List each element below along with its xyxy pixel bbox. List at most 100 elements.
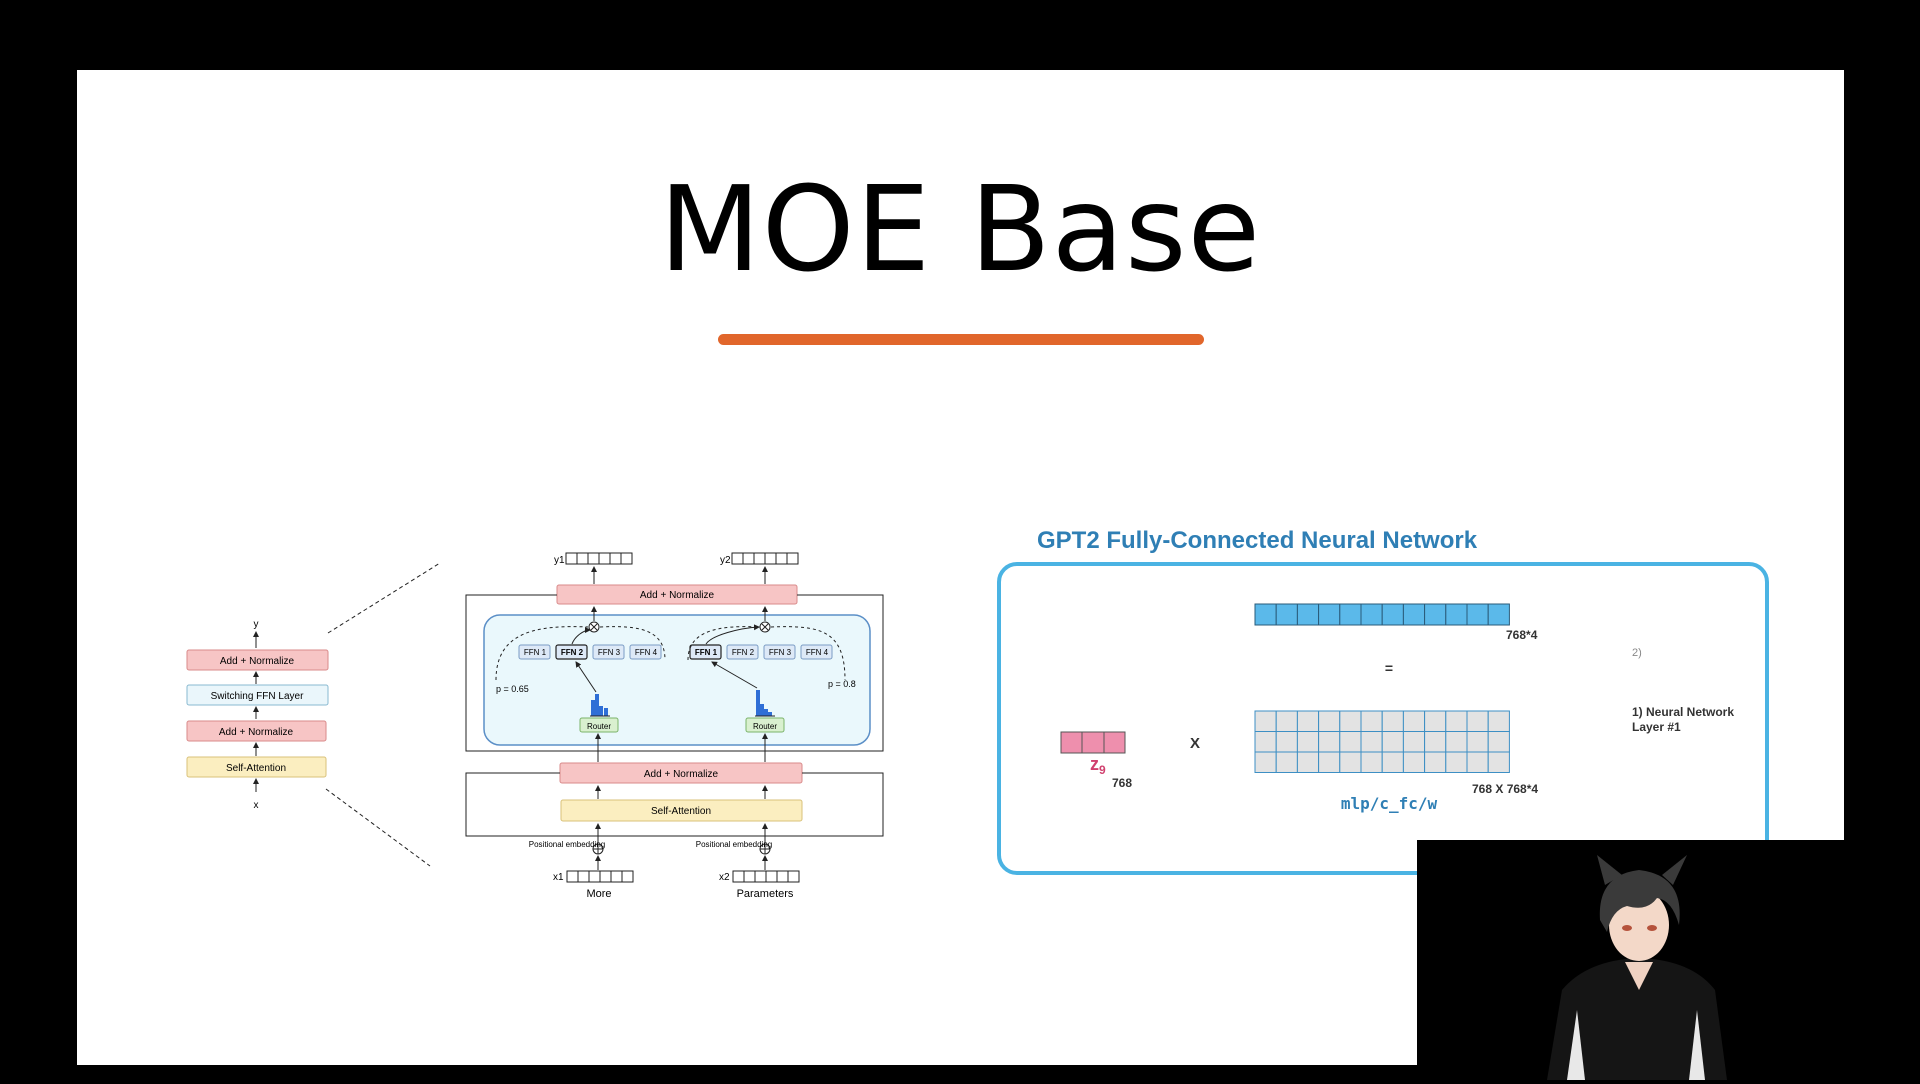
matrix-cell bbox=[1466, 731, 1489, 753]
gpt2-panel: GPT2 Fully-Connected Neural Network 768*… bbox=[997, 527, 1769, 875]
matrix-cell bbox=[1424, 710, 1447, 732]
ffn-box bbox=[592, 644, 625, 660]
output-dim-label: 768*4 bbox=[1506, 628, 1538, 642]
zoom-line-top bbox=[327, 562, 441, 634]
router-hist-right bbox=[755, 690, 775, 717]
output-cell bbox=[1254, 603, 1277, 626]
matrix-cell bbox=[1296, 710, 1320, 732]
matrix-cell bbox=[1445, 751, 1468, 773]
matrix-cell bbox=[1318, 751, 1341, 773]
small-block-label: Add + Normalize bbox=[220, 656, 295, 667]
ffn-label: FFN 4 bbox=[635, 648, 658, 657]
output-cell bbox=[1318, 603, 1341, 626]
pos-emb-label: Positional embedding bbox=[529, 840, 606, 849]
matrix-cell bbox=[1381, 731, 1404, 753]
matrix-cell bbox=[1275, 710, 1298, 732]
output-cell bbox=[1339, 603, 1362, 626]
small-add-normalize-2 bbox=[186, 720, 327, 742]
matrix-cell bbox=[1424, 751, 1447, 773]
ffn-label: FFN 3 bbox=[598, 648, 621, 657]
slide-title: MOE Base bbox=[658, 160, 1262, 298]
small-block-label: Switching FFN Layer bbox=[211, 691, 304, 702]
matrix-cell bbox=[1487, 710, 1510, 732]
self-attention-label: Self-Attention bbox=[651, 806, 711, 817]
ffn-label: FFN 4 bbox=[806, 648, 829, 657]
ffn-label: FFN 1 bbox=[524, 648, 547, 657]
router-hist-left bbox=[590, 694, 610, 717]
small-add-normalize-1 bbox=[186, 649, 329, 671]
router-label: Router bbox=[753, 722, 777, 731]
output-cell bbox=[1487, 603, 1510, 626]
ffn-group-left: FFN 1 FFN 2 FFN 3 FFN 4 bbox=[518, 644, 662, 660]
ffn-label: FFN 2 bbox=[561, 648, 584, 657]
matrix-dim-label: 768 X 768*4 bbox=[1472, 782, 1538, 796]
matrix-name: mlp/c_fc/w bbox=[1341, 794, 1438, 813]
webcam-overlay bbox=[1417, 840, 1844, 1080]
matrix-cell bbox=[1254, 710, 1277, 732]
moe-detail-diagram: y1 y2 Add + Normalize bbox=[465, 552, 884, 900]
word-more: More bbox=[586, 888, 611, 900]
ffn-box bbox=[763, 644, 796, 660]
router-left bbox=[579, 717, 619, 733]
output-cell bbox=[1360, 603, 1383, 626]
ffn-box-selected bbox=[689, 644, 722, 660]
matrix-cell bbox=[1296, 731, 1320, 753]
small-input-label: x bbox=[254, 800, 259, 811]
p-left-label: p = 0.65 bbox=[496, 684, 529, 694]
switching-ffn-layer bbox=[483, 614, 871, 746]
pos-emb-label: Positional embedding bbox=[696, 840, 773, 849]
small-self-attention bbox=[186, 756, 327, 778]
times-sign: X bbox=[1190, 735, 1200, 752]
ffn-box bbox=[518, 644, 551, 660]
matrix-cell bbox=[1487, 731, 1510, 753]
y1-label: y1 bbox=[554, 555, 565, 566]
matrix-cell bbox=[1275, 731, 1298, 753]
y1-vector bbox=[565, 552, 633, 565]
matrix-cell bbox=[1296, 751, 1320, 773]
ffn-label: FFN 2 bbox=[732, 648, 755, 657]
equals-sign: = bbox=[1385, 660, 1393, 676]
small-switching-ffn bbox=[186, 684, 329, 706]
matrix-cell bbox=[1275, 751, 1298, 773]
matrix-cell bbox=[1402, 751, 1426, 773]
note-2: 2) bbox=[1632, 647, 1642, 659]
matrix-cell bbox=[1424, 731, 1447, 753]
matrix-cell bbox=[1445, 710, 1468, 732]
small-block-label: Self-Attention bbox=[226, 763, 286, 774]
output-cell bbox=[1445, 603, 1468, 626]
x1-vector bbox=[566, 870, 634, 883]
zoom-line-bottom bbox=[325, 788, 431, 867]
title-underline bbox=[718, 334, 1204, 345]
matrix-cell bbox=[1254, 731, 1277, 753]
matrix-cell bbox=[1381, 710, 1404, 732]
router-label: Router bbox=[587, 722, 611, 731]
add-normalize-top-label: Add + Normalize bbox=[640, 590, 715, 601]
matrix-cell bbox=[1445, 731, 1468, 753]
matrix-cell bbox=[1339, 710, 1362, 732]
router-right bbox=[745, 717, 785, 733]
avatar-icon bbox=[1547, 855, 1727, 1080]
word-parameters: Parameters bbox=[737, 888, 794, 900]
moe-small-diagram: y Add + Normalize Switching FFN Layer Ad… bbox=[186, 562, 441, 867]
matrix-cell bbox=[1254, 751, 1277, 773]
add-normalize-bottom-label: Add + Normalize bbox=[644, 769, 719, 780]
note-1-line2: Layer #1 bbox=[1632, 720, 1681, 734]
matrix-cell bbox=[1360, 751, 1383, 773]
y2-vector bbox=[731, 552, 799, 565]
matrix-cell bbox=[1487, 751, 1510, 773]
matrix-cell bbox=[1360, 710, 1383, 732]
output-cell bbox=[1402, 603, 1426, 626]
x2-label: x2 bbox=[719, 872, 730, 883]
ffn-box bbox=[800, 644, 833, 660]
matrix-cell bbox=[1466, 710, 1489, 732]
ffn-box bbox=[629, 644, 662, 660]
ffn-label: FFN 1 bbox=[695, 648, 718, 657]
output-cell bbox=[1296, 603, 1320, 626]
output-cell bbox=[1275, 603, 1298, 626]
residual-top bbox=[465, 594, 884, 752]
input-vector-z9 bbox=[1060, 731, 1126, 754]
matrix-cell bbox=[1402, 710, 1426, 732]
input-dim-label: 768 bbox=[1112, 776, 1132, 790]
p-right-label: p = 0.8 bbox=[828, 679, 856, 689]
